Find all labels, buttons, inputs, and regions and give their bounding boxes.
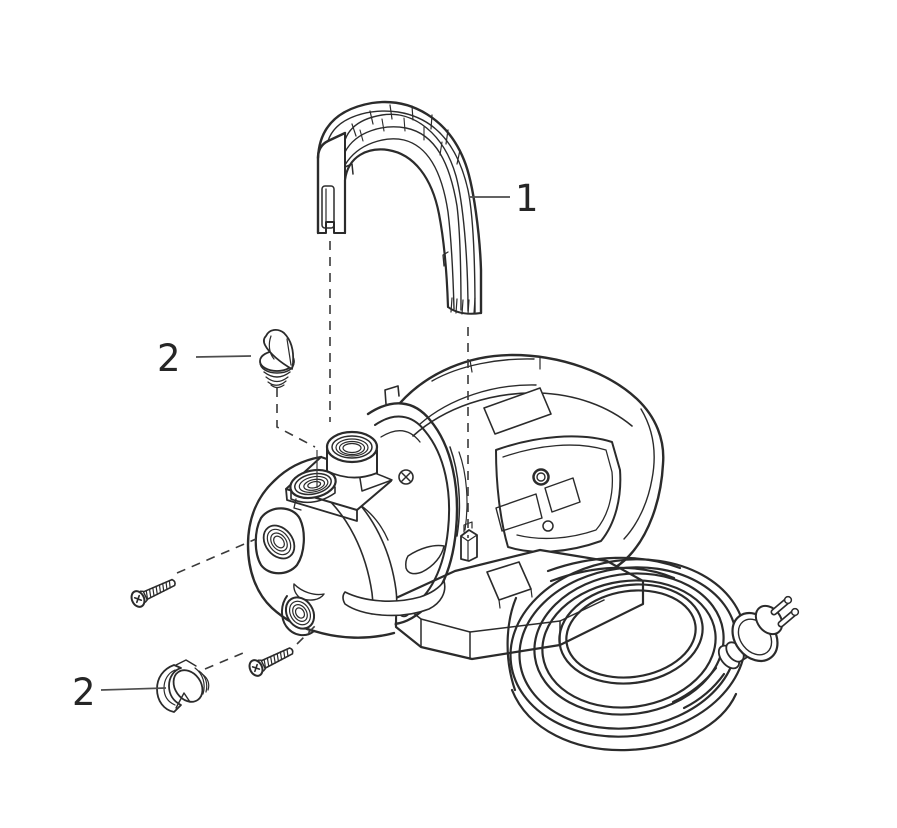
motor-rating-label [483, 387, 552, 435]
callouts: 1 2 2 [72, 177, 539, 714]
callout-1-label: 1 [515, 177, 539, 220]
filler-port [289, 468, 337, 511]
carrying-handle [316, 100, 483, 315]
sealing-plug-bottom [156, 659, 210, 713]
callout-2-top-label: 2 [157, 337, 181, 380]
callout-2-bottom-label: 2 [72, 671, 96, 714]
switch-knob [532, 468, 550, 486]
assembly-line-plug-top [276, 388, 316, 448]
callout-2-top-leader [195, 355, 252, 358]
sealing-plug-top [259, 329, 295, 389]
inlet-port [254, 507, 305, 575]
assembly-lines [176, 241, 469, 670]
switch-box [495, 435, 622, 553]
power-cord [506, 556, 747, 752]
outlet-port [325, 430, 379, 479]
grip-recess-upper [405, 544, 445, 575]
drain-port [281, 595, 316, 637]
mains-plug [671, 595, 800, 710]
fixing-screw-lower [248, 647, 294, 677]
grip-recess-lower [342, 580, 446, 617]
fixing-screw-upper [130, 578, 176, 608]
assembly-line-screw-upper [176, 538, 257, 574]
band-screw-top [398, 469, 414, 485]
motor [398, 353, 665, 590]
assembly-line-screw-lower [204, 623, 318, 670]
plug-pins [770, 595, 800, 628]
callout-2-bottom-leader [100, 687, 167, 691]
